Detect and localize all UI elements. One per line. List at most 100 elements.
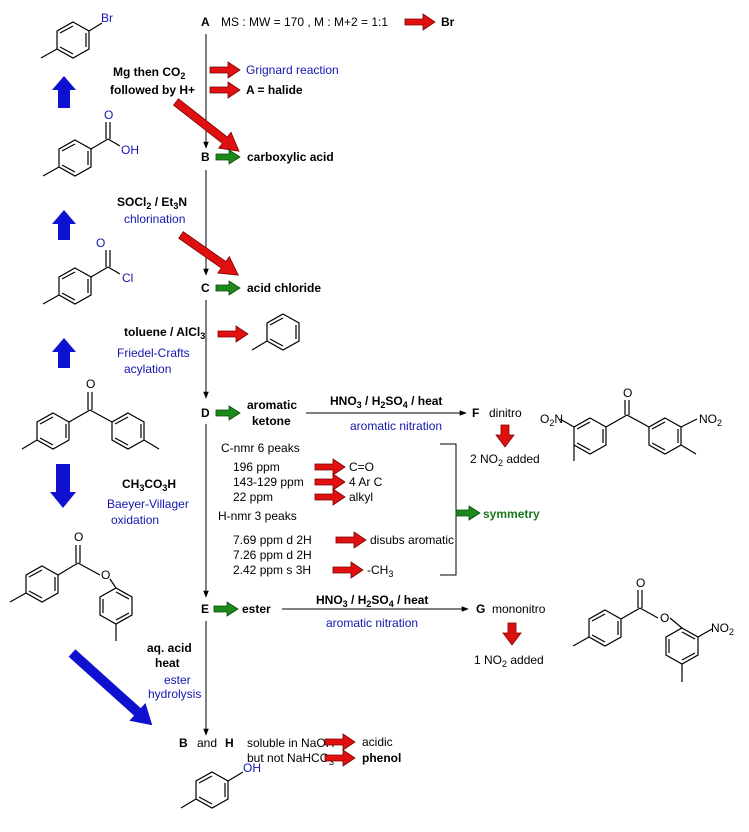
green-arrow-E (213, 601, 239, 617)
compound-F: F (472, 406, 479, 420)
note-baeyer-villager: Baeyer-Villager (107, 497, 189, 511)
reagent-nitration-1: HNO3 / H2SO4 / heat (330, 394, 442, 410)
red-arrow-diag-C (178, 231, 240, 276)
blue-arrow-diagonal (68, 649, 153, 726)
note-nitration-2: aromatic nitration (326, 616, 418, 630)
conclusion-acidic: acidic (362, 735, 393, 749)
note-ester: ester (164, 673, 191, 687)
conclusion-br: Br (441, 15, 455, 29)
acid-OH: OH (121, 143, 139, 157)
and-text: and (197, 736, 217, 750)
dinitro-ketone-structure (559, 400, 698, 461)
label-dinitro: dinitro (489, 406, 522, 420)
G-no2: NO2 (711, 621, 734, 637)
p-toluic-acid-structure (42, 122, 121, 177)
red-arrow-A (404, 13, 436, 31)
acid-O: O (104, 108, 113, 122)
h-nmr-shift: 2.42 ppm s 3H (233, 563, 311, 577)
ester-link-O: O (101, 568, 110, 582)
note-a-halide: A = halide (246, 83, 303, 97)
dimethylbenzophenone-structure (21, 392, 160, 450)
label-acid-chloride: acid chloride (247, 281, 321, 295)
H-soluble-naoh: soluble in NaOH (247, 736, 334, 750)
label-ester: ester (242, 602, 271, 616)
h-nmr-shift: 7.69 ppm d 2H (233, 533, 312, 547)
nmr-bracket (440, 443, 457, 576)
h-nmr-shift: 7.26 ppm d 2H (233, 548, 312, 562)
ms-info: MS : MW = 170 , M : M+2 = 1:1 (221, 15, 388, 29)
compound-C: C (201, 281, 210, 295)
blue-arrow-up-2 (52, 210, 76, 240)
G-carbonyl-O: O (636, 576, 645, 590)
phenol-oh: OH (243, 761, 261, 775)
c-nmr-shift: 22 ppm (233, 490, 273, 504)
ester-carbonyl-O: O (74, 530, 83, 544)
red-arrow-h-nmr (335, 531, 367, 549)
c-nmr-shift: 143-129 ppm (233, 475, 304, 489)
red-arrow-c-nmr (314, 488, 346, 506)
conclusion-phenol: phenol (362, 751, 401, 765)
F-no2-left: O2N (540, 412, 563, 428)
note-grignard: Grignard reaction (246, 63, 339, 77)
c-nmr-shift: 196 ppm (233, 460, 280, 474)
note-chlorination: chlorination (124, 212, 185, 226)
blue-arrow-up-3 (52, 338, 76, 368)
h-nmr-assignment: disubs aromatic (370, 533, 454, 547)
blue-arrow-down (50, 464, 76, 508)
compound-A: A (201, 15, 210, 29)
red-arrow-halide (209, 81, 241, 99)
acylCl-Cl: Cl (122, 271, 133, 285)
compound-G: G (476, 602, 485, 616)
red-arrow-c-nmr (314, 473, 346, 491)
label-ketone: ketone (252, 414, 291, 428)
h-nmr-rows: 7.69 ppm d 2H disubs aromatic 7.26 ppm d 2… (233, 531, 454, 579)
h-nmr-assignment: -CH3 (367, 563, 393, 579)
green-arrow-D (215, 405, 241, 421)
c-nmr-assignment: 4 Ar C (349, 475, 383, 489)
br-label: Br (101, 11, 113, 25)
c-nmr-assignment: alkyl (349, 490, 373, 504)
F-result: 2 NO2 added (470, 452, 540, 468)
G-link-O: O (660, 611, 669, 625)
green-arrow-C (215, 280, 241, 296)
compound-E: E (201, 602, 209, 616)
compound-B-final: B (179, 736, 188, 750)
label-carboxylic-acid: carboxylic acid (247, 150, 334, 164)
compound-H: H (225, 736, 234, 750)
p-toluoyl-chloride-structure (42, 250, 121, 305)
H-not-nahco3: but not NaHCO3 (247, 751, 334, 767)
p-bromotoluene-structure (40, 21, 103, 59)
reagent-heat: heat (155, 656, 180, 670)
c-nmr-rows: 196 ppm C=O 143-129 ppm 4 Ar C 22 ppm alkyl (233, 458, 383, 506)
c-nmr-assignment: C=O (349, 460, 374, 474)
green-arrow-B (215, 149, 241, 165)
h-nmr-header: H-nmr 3 peaks (218, 509, 297, 523)
F-ketone-O: O (623, 386, 632, 400)
red-arrow-G (502, 622, 522, 646)
red-arrow-h-nmr (332, 561, 364, 579)
label-aromatic: aromatic (247, 398, 297, 412)
note-friedel-crafts: Friedel-Crafts (117, 346, 190, 360)
red-arrow-toluene (217, 325, 249, 343)
reagent-h-plus: followed by H+ (110, 83, 195, 97)
green-arrow-symmetry (455, 505, 481, 521)
ester-structure (9, 545, 133, 641)
note-nitration-1: aromatic nitration (350, 419, 442, 433)
red-arrow-F (495, 424, 515, 448)
toluene-structure (251, 313, 300, 351)
reagent-socl2: SOCl2 / Et3N (117, 195, 187, 211)
acylCl-O: O (96, 236, 105, 250)
blue-arrow-up-1 (52, 76, 76, 108)
reagent-toluene-alcl3: toluene / AlCl3 (124, 325, 205, 341)
note-oxidation: oxidation (111, 513, 159, 527)
mononitro-ester-structure (572, 590, 713, 682)
red-arrow-c-nmr (314, 458, 346, 476)
p-cresol-structure (180, 771, 244, 809)
G-result: 1 NO2 added (474, 653, 544, 669)
reagent-peracid: CH3CO3H (122, 477, 176, 493)
note-hydrolysis: hydrolysis (148, 687, 201, 701)
label-mononitro: mononitro (492, 602, 546, 616)
reagent-mg-co2: Mg then CO2 (113, 65, 185, 81)
